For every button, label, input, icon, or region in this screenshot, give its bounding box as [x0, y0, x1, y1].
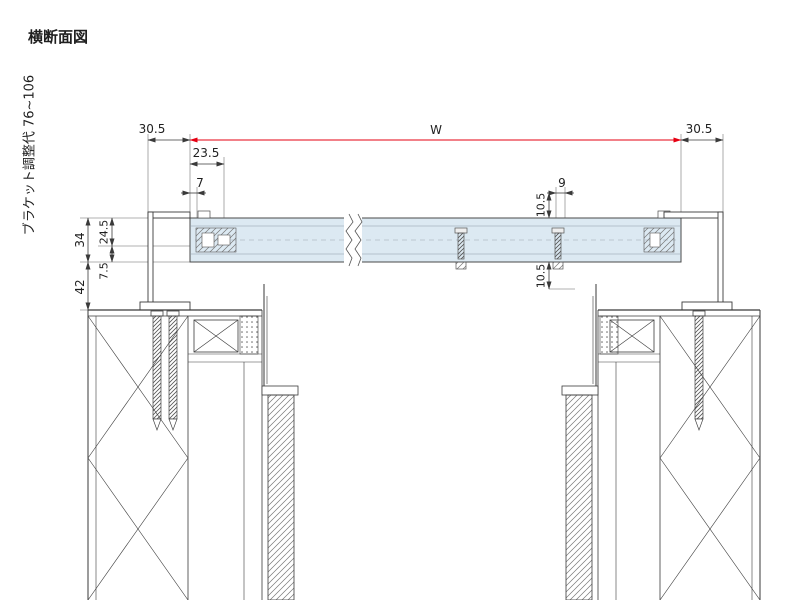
rail-bolt-left — [454, 227, 468, 270]
dim-lower: 7.5 — [98, 262, 111, 280]
dimension-lines — [85, 137, 724, 311]
dim-total-height: 34 — [73, 232, 87, 247]
page-title: 横断面図 — [28, 28, 88, 46]
dim-gap-top: 10.5 — [535, 193, 548, 218]
dimension-labels: W 30.5 30.5 23.5 7 9 10.5 10.5 24.5 7.5 … — [73, 122, 712, 295]
dim-offset-right: 30.5 — [686, 122, 713, 136]
sealant-left — [239, 315, 259, 355]
rail-bolt-right — [551, 227, 565, 270]
dim-upper: 24.5 — [98, 220, 111, 245]
right-wall-section — [561, 284, 761, 600]
dim-gap-bottom: 10.5 — [535, 264, 548, 289]
dim-w: W — [430, 123, 442, 137]
anchor-screw-left-1 — [150, 310, 164, 432]
anchor-screw-right — [692, 310, 706, 432]
dim-bolt: 9 — [558, 176, 566, 190]
dim-inset: 23.5 — [193, 146, 220, 160]
dim-tab: 7 — [196, 176, 204, 190]
siding-cap-right — [561, 385, 599, 396]
rail-assembly — [189, 210, 682, 270]
siding-board-left — [267, 394, 295, 600]
siding-cap-left — [261, 385, 299, 396]
bracket-base-right — [681, 301, 733, 311]
bracket-base-left — [139, 301, 191, 311]
left-wall-section — [87, 284, 299, 600]
sealant-right — [599, 315, 619, 355]
break-symbol — [344, 213, 363, 267]
left-bracket — [139, 211, 191, 432]
rail-clip-left — [197, 210, 211, 219]
dim-drop: 42 — [73, 279, 87, 294]
rail-body — [189, 217, 682, 263]
bracket-adjustment-note: ブラケット調整代 76~106 — [22, 75, 38, 235]
anchor-screw-left-2 — [166, 310, 180, 432]
blocking-left — [193, 319, 239, 353]
siding-board-right — [565, 394, 593, 600]
dim-offset-left: 30.5 — [139, 122, 166, 136]
